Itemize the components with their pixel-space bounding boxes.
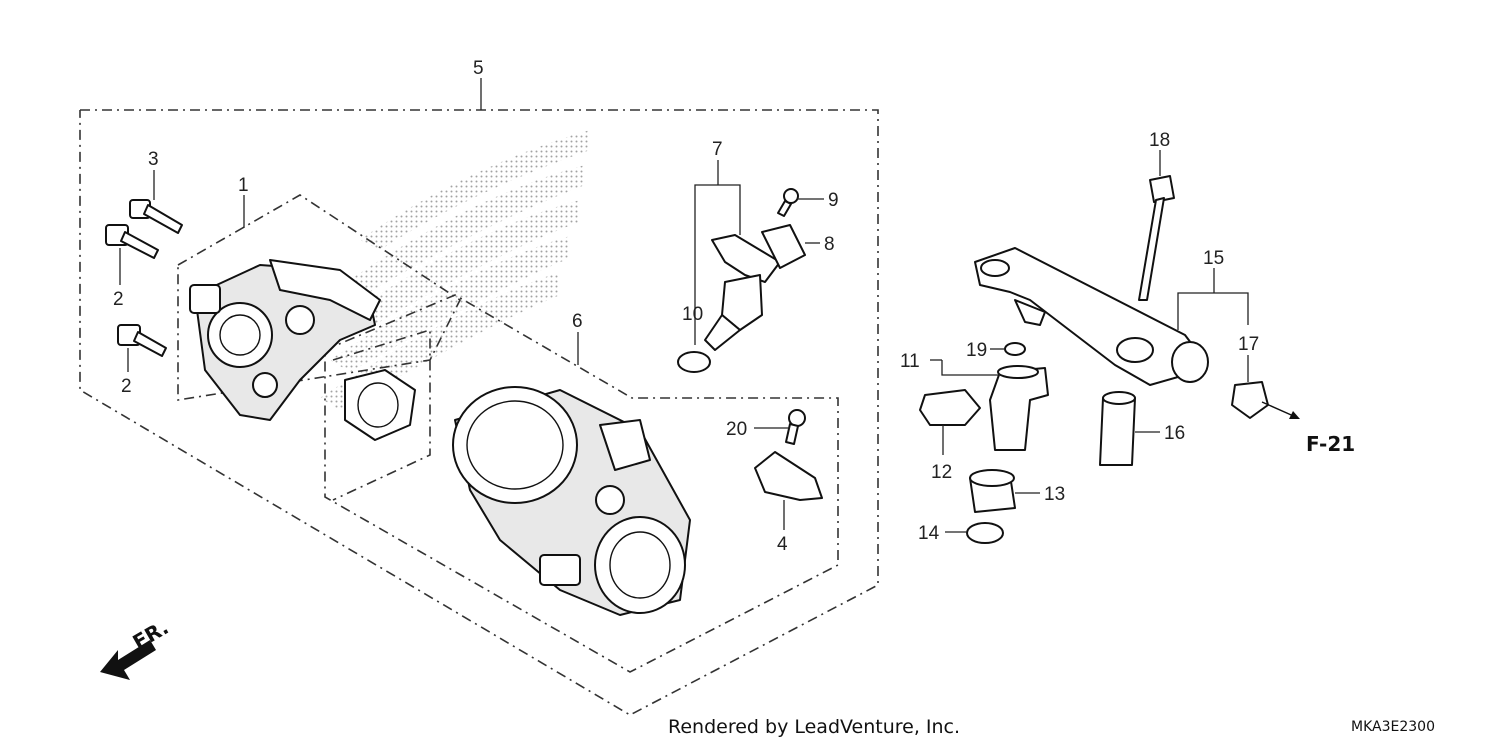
- throttle-body-part-1[interactable]: [189, 259, 381, 421]
- diagram-code: MKA3E2300: [1351, 719, 1435, 735]
- cap-part-13[interactable]: [969, 469, 1016, 513]
- bolt-part-2-lower[interactable]: [117, 324, 167, 357]
- o-ring-part-10[interactable]: [677, 351, 711, 373]
- callout-10: 10: [682, 304, 703, 325]
- callout-5: 5: [473, 58, 484, 79]
- callout-11: 11: [900, 351, 920, 372]
- sensor-part-4[interactable]: [754, 451, 823, 501]
- bolt-part-3[interactable]: [129, 199, 183, 234]
- sub-assembly-outline-1: [177, 194, 462, 401]
- bolt-part-18[interactable]: [1138, 175, 1175, 301]
- assembly-outline-5: [79, 109, 879, 716]
- callout-14: 14: [918, 523, 940, 544]
- callout-2-upper: 2: [113, 289, 124, 310]
- bolt-part-2-upper[interactable]: [105, 224, 159, 259]
- callout-20: 20: [726, 419, 747, 440]
- callout-15: 15: [1203, 248, 1224, 269]
- callout-8: 8: [824, 234, 835, 255]
- callout-labels: 5 1 3 2 2 6 7 9 8 10 20 4 18 15 17 16 11…: [113, 58, 1355, 654]
- leader-lines: [119, 78, 1249, 533]
- footer-credit: Rendered by LeadVenture, Inc.: [668, 716, 960, 738]
- callout-1: 1: [238, 175, 249, 196]
- callout-17: 17: [1238, 334, 1259, 355]
- screw-part-20[interactable]: [785, 409, 806, 445]
- connector-part-17[interactable]: [1231, 381, 1269, 419]
- callout-2-lower: 2: [121, 376, 132, 397]
- callout-9: 9: [828, 190, 839, 211]
- callout-18: 18: [1149, 130, 1170, 151]
- front-direction-label: FR.: [129, 615, 173, 654]
- collar-part-16[interactable]: [1099, 391, 1136, 466]
- callout-4: 4: [777, 534, 788, 555]
- watermark-wing: [320, 130, 590, 410]
- callout-7: 7: [712, 139, 723, 160]
- callout-12: 12: [931, 462, 952, 483]
- seal-part-14[interactable]: [966, 522, 1004, 544]
- throttle-body-part-6[interactable]: [452, 386, 691, 616]
- sensor-part-7[interactable]: [704, 234, 781, 351]
- reference-label: F-21: [1306, 432, 1355, 456]
- front-direction-arrow: [100, 640, 156, 680]
- callout-19: 19: [966, 340, 987, 361]
- injector-part-11[interactable]: [989, 365, 1049, 451]
- gasket-part[interactable]: [344, 369, 416, 441]
- callout-3: 3: [148, 149, 159, 170]
- clip-part-12[interactable]: [919, 389, 981, 426]
- callout-16: 16: [1164, 423, 1185, 444]
- o-ring-part-19[interactable]: [1004, 342, 1026, 356]
- fuel-rail-part-15[interactable]: [974, 247, 1209, 386]
- callout-13: 13: [1044, 484, 1065, 505]
- plate-part-8[interactable]: [761, 224, 806, 269]
- screw-part-9[interactable]: [777, 188, 799, 217]
- gasket-outline: [332, 328, 431, 501]
- callout-6: 6: [572, 311, 583, 332]
- reference-arrow: [1261, 401, 1300, 419]
